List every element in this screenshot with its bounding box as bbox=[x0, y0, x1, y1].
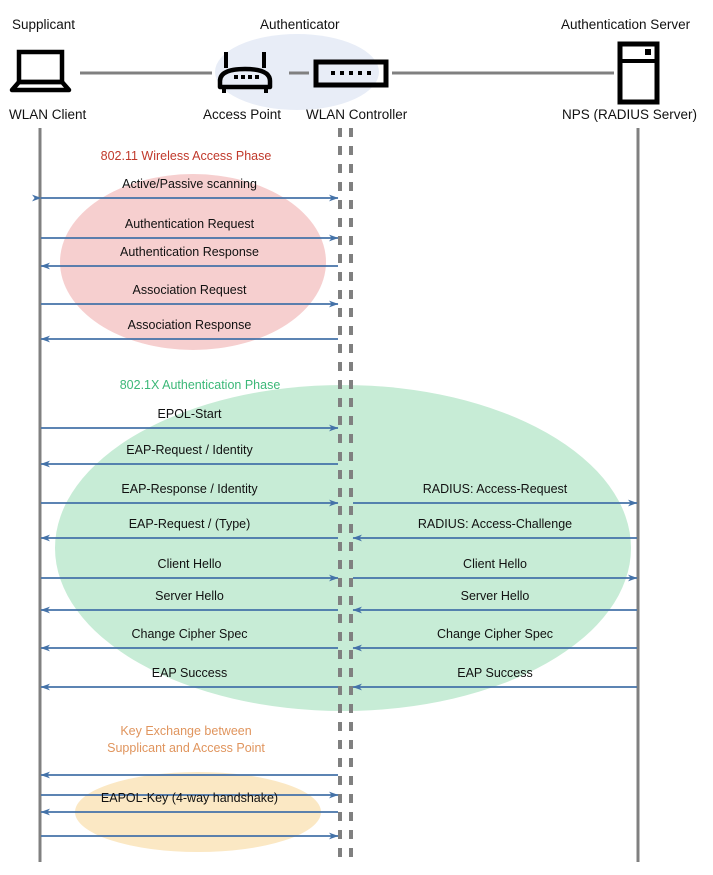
message-label-left-authentication-request-1: Authentication Request bbox=[124, 217, 255, 231]
message-label-right-server-hello-3: Server Hello bbox=[460, 589, 530, 603]
message-label-left-eapol-key-4-way-handshake-15: EAPOL-Key (4-way handshake) bbox=[100, 791, 279, 805]
actor-device-access-point: Access Point bbox=[203, 107, 282, 122]
server-icon bbox=[617, 41, 660, 105]
message-label-left-association-request-3: Association Request bbox=[132, 283, 247, 297]
wlan-controller-icon bbox=[313, 59, 389, 88]
actor-role-supplicant: Supplicant bbox=[12, 17, 76, 32]
message-label-left-epol-start-5: EPOL-Start bbox=[157, 407, 222, 421]
laptop-icon bbox=[9, 49, 72, 93]
phase-label-key-exchange: Key Exchange between Supplicant and Acce… bbox=[107, 723, 265, 757]
actor-role-authenticator: Authenticator bbox=[260, 17, 340, 32]
message-label-left-association-response-4: Association Response bbox=[127, 318, 252, 332]
message-label-left-change-cipher-spec-11: Change Cipher Spec bbox=[131, 627, 248, 641]
actor-device-wlan-client: WLAN Client bbox=[9, 107, 87, 122]
message-label-right-change-cipher-spec-4: Change Cipher Spec bbox=[436, 627, 554, 641]
phase-label-wireless-access: 802.11 Wireless Access Phase bbox=[100, 149, 272, 163]
phase-ellipse-dot1x bbox=[55, 385, 631, 711]
wireless-router-icon bbox=[217, 52, 273, 93]
message-label-right-eap-success-5: EAP Success bbox=[457, 666, 533, 680]
phase-label-dot1x: 802.1X Authentication Phase bbox=[119, 378, 281, 392]
actor-role-authentication-server: Authentication Server bbox=[561, 17, 691, 32]
phase-label-key-exchange-line1: Key Exchange between bbox=[120, 724, 252, 738]
message-label-left-eap-success-12: EAP Success bbox=[151, 666, 228, 680]
message-label-left-eap-response-identity-7: EAP-Response / Identity bbox=[121, 482, 258, 496]
actor-device-nps-radius-server: NPS (RADIUS Server) bbox=[562, 107, 698, 122]
message-label-left-active-passive-scanning-0: Active/Passive scanning bbox=[122, 177, 257, 191]
message-label-left-client-hello-9: Client Hello bbox=[157, 557, 222, 571]
phase-label-key-exchange-line2: Supplicant and Access Point bbox=[107, 740, 265, 755]
phase-ellipse-wireless-access bbox=[60, 174, 326, 350]
message-label-right-radius-access-challenge-1: RADIUS: Access-Challenge bbox=[417, 517, 573, 531]
message-label-right-client-hello-2: Client Hello bbox=[463, 557, 527, 571]
message-arrow-group bbox=[32, 194, 638, 840]
message-label-left-server-hello-10: Server Hello bbox=[155, 589, 224, 603]
message-label-right-radius-access-request-0: RADIUS: Access-Request bbox=[422, 482, 568, 496]
message-label-left-eap-request-identity-6: EAP-Request / Identity bbox=[126, 443, 253, 457]
actor-device-wlan-controller: WLAN Controller bbox=[306, 107, 408, 122]
message-label-left-authentication-response-2: Authentication Response bbox=[120, 245, 259, 259]
message-label-left-eap-request-type-8: EAP-Request / (Type) bbox=[128, 517, 251, 531]
